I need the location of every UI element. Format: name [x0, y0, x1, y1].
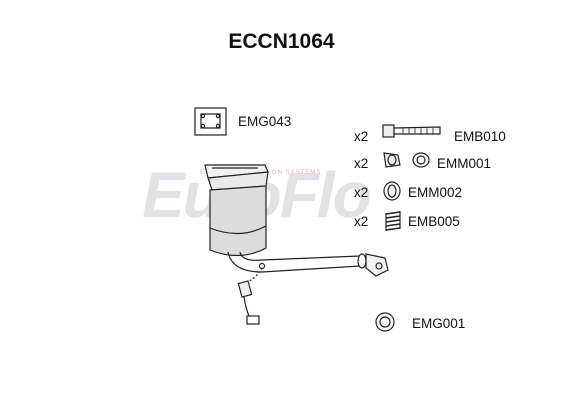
lambda-sensor-icon — [237, 267, 263, 325]
washer-emm002-icon — [383, 181, 401, 201]
part-code-emm002: EMM002 — [408, 185, 463, 200]
page-title: ECCN1064 — [228, 30, 335, 53]
part-code-emg001: EMG001 — [412, 316, 466, 331]
spacer-emm001-icon — [383, 152, 430, 168]
spring-emb005-icon — [385, 211, 401, 231]
ring-gasket-emg001-icon — [375, 312, 395, 332]
part-qty-emb010: x2 — [354, 129, 369, 144]
part-code-emm001: EMM001 — [437, 156, 492, 171]
part-qty-emm001: x2 — [354, 156, 369, 171]
part-code-emb010: EMB010 — [454, 129, 506, 144]
gasket-emg043-icon — [194, 107, 227, 136]
part-qty-emm002: x2 — [354, 185, 369, 200]
catalytic-converter-icon — [204, 164, 389, 277]
bolt-emb010-icon — [382, 124, 441, 138]
part-code-emb005: EMB005 — [408, 214, 460, 229]
part-qty-emb005: x2 — [354, 214, 369, 229]
part-code-emg043: EMG043 — [238, 114, 292, 129]
